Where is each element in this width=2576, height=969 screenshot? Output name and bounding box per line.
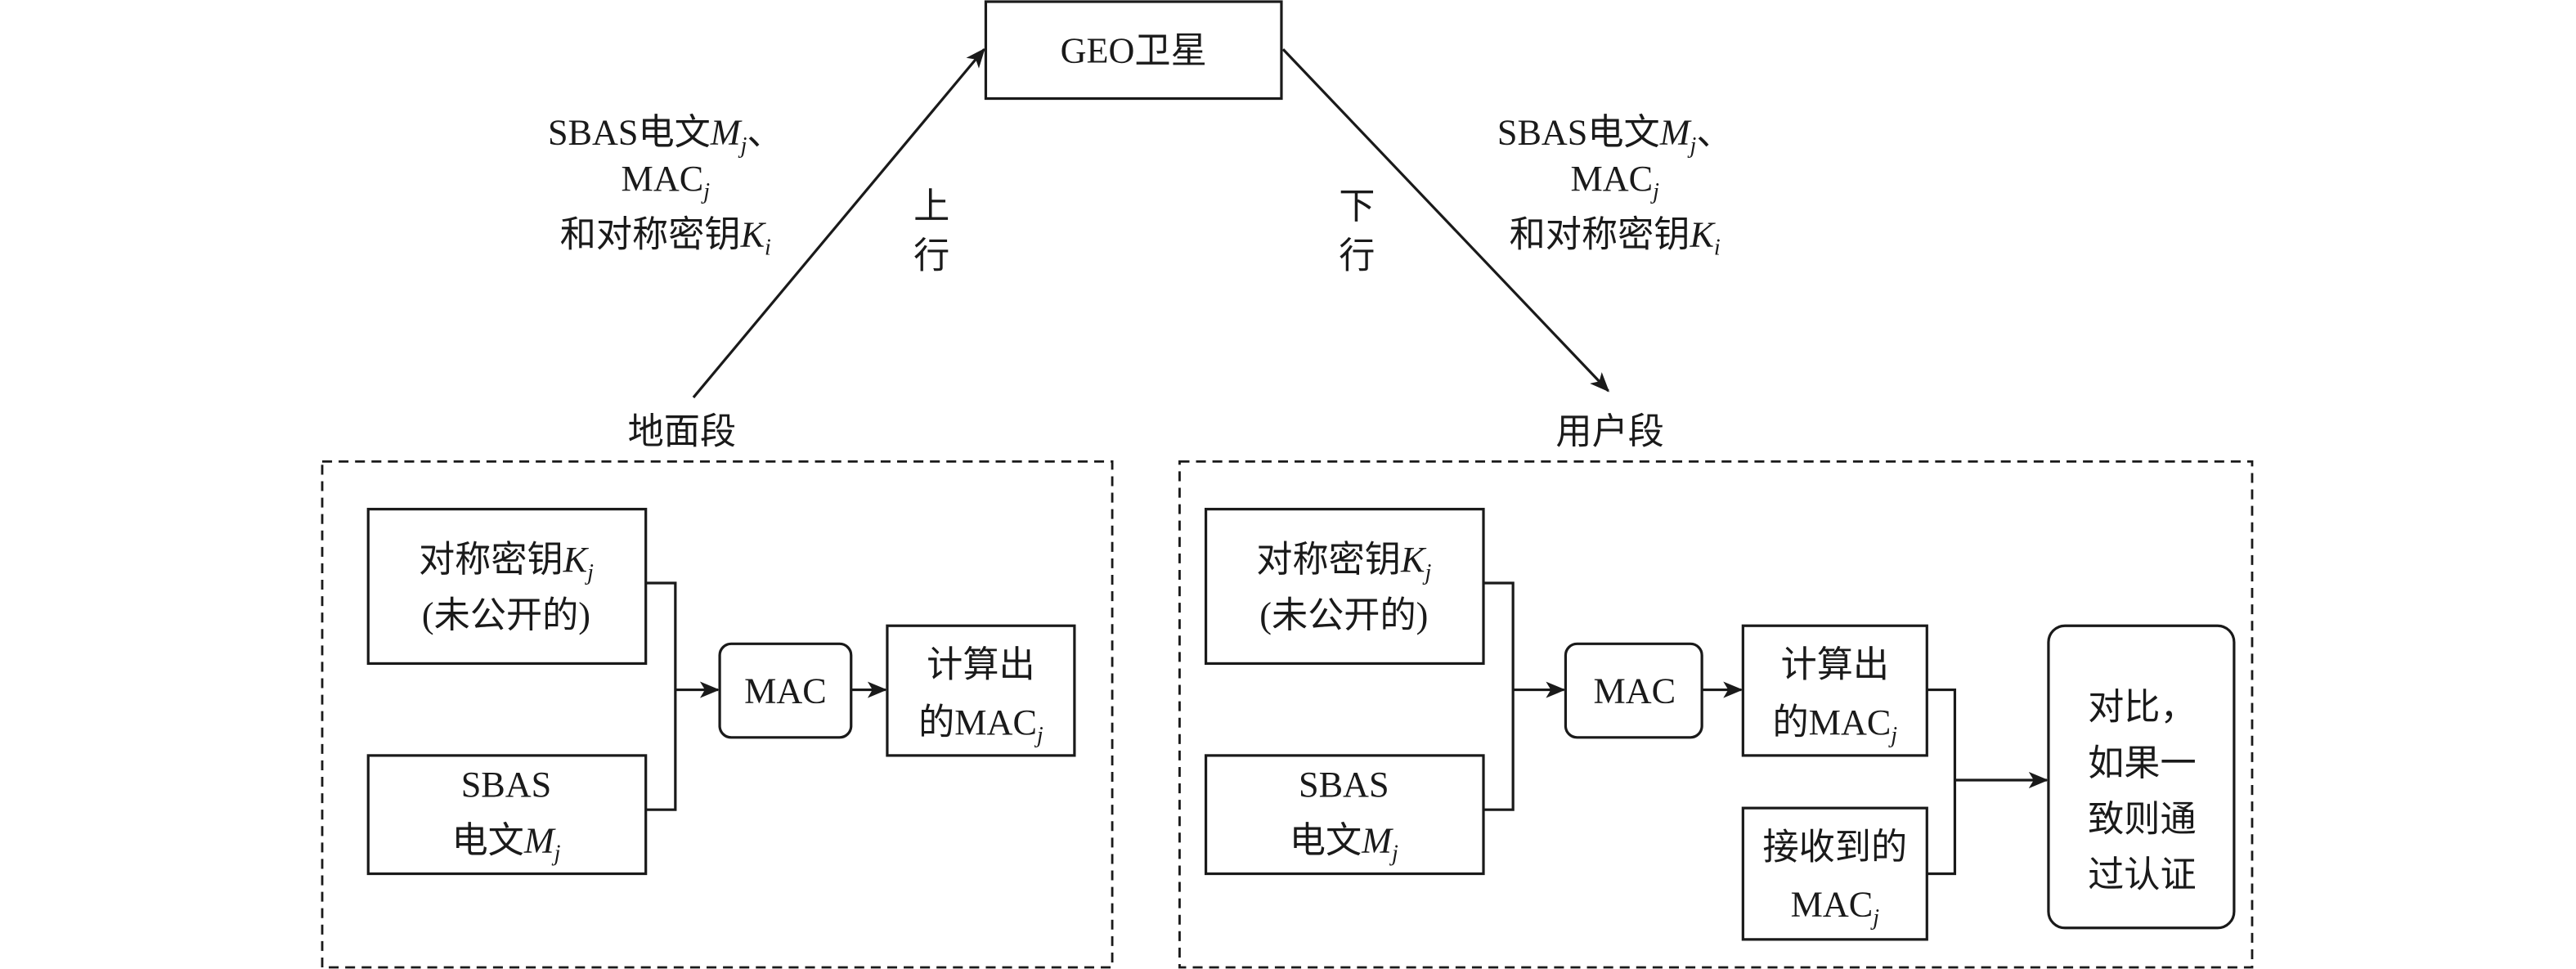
svg-text:SBAS: SBAS (1299, 765, 1389, 805)
user-received-mac-box: 接收到的 MACj (1741, 806, 1928, 941)
ground-segment-title: 地面段 (628, 411, 737, 451)
svg-text:MACj: MACj (622, 159, 711, 204)
user-segment-title: 用户段 (1555, 411, 1664, 451)
svg-text:的MACj: 的MACj (1773, 702, 1898, 748)
ground-mac-box: MAC (718, 642, 853, 739)
svg-text:电文Mj: 电文Mj (451, 820, 560, 866)
svg-text:(未公开的): (未公开的) (422, 595, 590, 635)
svg-text:SBAS电文Mj、: SBAS电文Mj、 (1497, 113, 1733, 159)
svg-text:电文Mj: 电文Mj (1290, 820, 1398, 866)
ground-computed-mac-box: 计算出 的MACj (886, 624, 1076, 757)
ground-key-box: 对称密钥Kj (未公开的) (366, 508, 648, 666)
uplink-arrow (692, 47, 985, 399)
svg-text:MAC: MAC (1593, 671, 1676, 711)
ground-segment-container (321, 460, 1114, 969)
uplink-direction-label: 上 行 (913, 186, 949, 276)
svg-text:对称密钥Kj: 对称密钥Kj (419, 540, 594, 585)
svg-text:计算出: 计算出 (1781, 644, 1890, 684)
svg-text:的MACj: 的MACj (918, 702, 1043, 748)
user-input-bracket (1483, 581, 1515, 811)
svg-text:MACj: MACj (1570, 159, 1659, 204)
downlink-arrow (1281, 48, 1610, 393)
svg-text:行: 行 (913, 236, 949, 276)
svg-text:致则通: 致则通 (2088, 799, 2197, 839)
svg-text:行: 行 (1339, 236, 1375, 276)
ground-input-bracket (645, 581, 677, 811)
svg-text:如果一: 如果一 (2088, 743, 2197, 783)
svg-text:(未公开的): (未公开的) (1259, 595, 1428, 635)
svg-text:对称密钥Kj: 对称密钥Kj (1256, 540, 1431, 585)
svg-text:接收到的: 接收到的 (1762, 827, 1907, 867)
svg-text:MACj: MACj (1791, 885, 1880, 931)
user-mac-box: MAC (1564, 642, 1703, 739)
svg-text:过认证: 过认证 (2088, 855, 2197, 895)
svg-text:SBAS电文Mj、: SBAS电文Mj、 (548, 113, 783, 159)
user-compare-box: 对比， 如果一 致则通 过认证 (2047, 624, 2236, 930)
user-key-box: 对称密钥Kj (未公开的) (1204, 508, 1485, 666)
user-compare-bracket (1927, 688, 1957, 876)
svg-text:SBAS: SBAS (461, 765, 552, 805)
svg-text:和对称密钥Ki: 和对称密钥Ki (1510, 214, 1721, 260)
satellite-label: GEO卫星 (1061, 30, 1207, 70)
user-computed-mac-box: 计算出 的MACj (1741, 624, 1928, 757)
svg-text:对比，: 对比， (2088, 688, 2197, 728)
downlink-message-label: SBAS电文Mj、 MACj 和对称密钥Ki (1497, 113, 1733, 261)
svg-text:和对称密钥Ki: 和对称密钥Ki (560, 214, 771, 260)
svg-text:MAC: MAC (744, 671, 827, 711)
user-message-box: SBAS 电文Mj (1204, 754, 1485, 876)
svg-text:计算出: 计算出 (927, 644, 1035, 684)
uplink-message-label: SBAS电文Mj、 MACj 和对称密钥Ki (548, 113, 783, 261)
svg-text:下: 下 (1339, 186, 1375, 227)
svg-text:上: 上 (913, 186, 949, 227)
downlink-direction-label: 下 行 (1339, 186, 1375, 276)
geo-satellite-box: GEO卫星 (984, 0, 1283, 101)
ground-message-box: SBAS 电文Mj (366, 754, 648, 876)
